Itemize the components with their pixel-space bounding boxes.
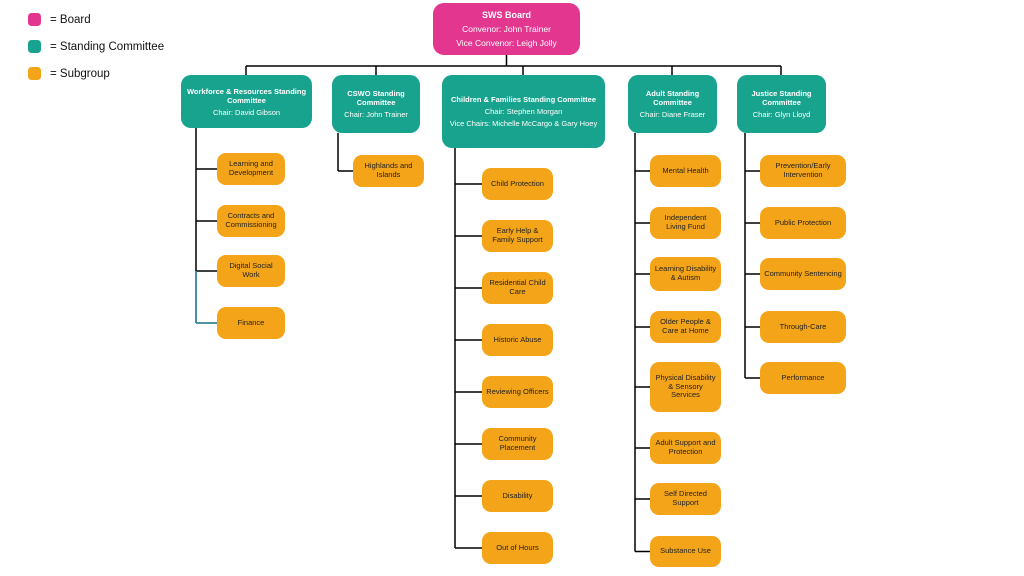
board-title: SWS Board [481,10,531,20]
committee-title: Justice Standing Committee [751,89,812,107]
subgroup-node-finance: Finance [217,307,285,339]
subgroup-node-through-care: Through-Care [760,311,846,343]
subgroup-node-public-protection: Public Protection [760,207,846,239]
subgroup-node-learning-disability-autism: Learning Disability & Autism [650,257,721,291]
subgroup-node-independent-living-fund: Independent Living Fund [650,207,721,239]
subgroup-node-disability: Disability [482,480,553,512]
legend-label-standing-committee: = Standing Committee [50,40,165,53]
subgroup-node-prevention-early-intervention: Prevention/Early Intervention [760,155,846,187]
committee-title: Adult Standing Committee [645,89,700,107]
legend-item-subgroup: = Subgroup [28,67,164,80]
legend-item-standing-committee: = Standing Committee [28,40,164,53]
legend-label-board: = Board [50,13,91,26]
subgroup-node-historic-abuse: Historic Abuse [482,324,553,356]
committee-node-workforce-resources: Workforce & Resources Standing Committee… [181,75,312,128]
committee-title: CSWO Standing Committee [347,89,405,107]
board-vice-convenor: Vice Convenor: Leigh Jolly [456,38,557,48]
legend-item-board: = Board [28,13,164,26]
board-convenor: Convenor: John Trainer [462,24,551,34]
committee-chair-line: Chair: David Gibson [212,107,281,117]
subgroup-node-residential-child-care: Residential Child Care [482,272,553,304]
committee-chair-line: Chair: John Trainer [344,110,408,119]
committee-title: Workforce & Resources Standing Committee [186,86,307,105]
subgroup-node-self-directed-support: Self Directed Support [650,483,721,515]
subgroup-node-child-protection: Child Protection [482,168,553,200]
subgroup-node-reviewing-officers: Reviewing Officers [482,376,553,408]
subgroup-node-community-sentencing: Community Sentencing [760,258,846,290]
subgroup-node-learning-and-development: Learning and Development [217,153,285,185]
board-color-swatch [28,13,41,26]
board-node-sws-board: SWS Board Convenor: John Trainer Vice Co… [433,3,580,55]
subgroup-node-out-of-hours: Out of Hours [482,532,553,564]
subgroup-node-mental-health: Mental Health [650,155,721,187]
subgroup-node-physical-disability-sensory-services: Physical Disability & Sensory Services [650,362,721,412]
subgroup-color-swatch [28,67,41,80]
subgroup-node-community-placement: Community Placement [482,428,553,460]
committee-title: Children & Families Standing Committee [450,95,597,104]
committee-color-swatch [28,40,41,53]
legend: = Board = Standing Committee = Subgroup [28,13,164,94]
subgroup-node-digital-social-work: Digital Social Work [217,255,285,287]
subgroup-node-adult-support-and-protection: Adult Support and Protection [650,432,721,464]
subgroup-node-contracts-and-commissioning: Contracts and Commissioning [217,205,285,237]
committee-chair-line: Vice Chairs: Michelle McCargo & Gary Hoe… [449,119,598,128]
committee-chair-line: Chair: Diane Fraser [639,110,706,119]
committee-chair-line: Chair: Stephen Morgan [484,107,563,116]
subgroup-node-performance: Performance [760,362,846,394]
committee-chair-line: Chair: Glyn Lloyd [752,110,811,119]
subgroup-node-highlands-and-islands: Highlands and Islands [353,155,424,187]
legend-label-subgroup: = Subgroup [50,67,110,80]
subgroup-node-early-help-family-support: Early Help & Family Support [482,220,553,252]
subgroup-node-older-people-care-at-home: Older People & Care at Home [650,311,721,343]
subgroup-node-substance-use: Substance Use [650,536,721,567]
